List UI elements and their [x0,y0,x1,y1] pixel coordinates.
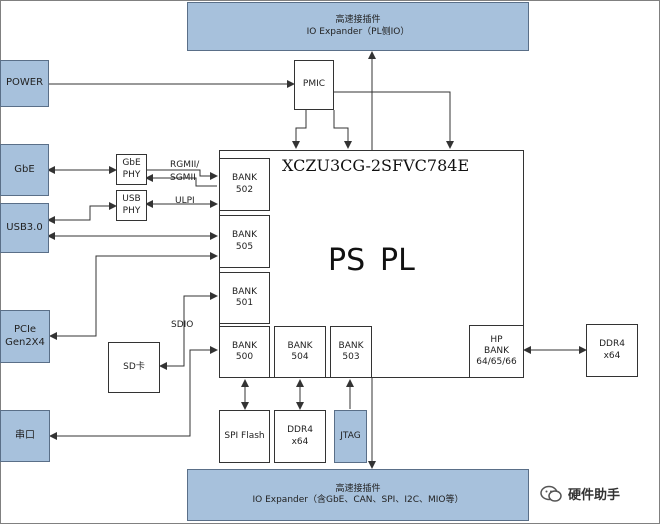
power-label: POWER [5,77,44,89]
bank-501-l1: BANK [232,286,257,297]
bank-503-l2: 503 [342,352,360,362]
gbe-block: GbE [0,144,49,196]
pmic-link-1 [292,110,307,149]
spi-flash-label: SPI Flash [224,430,265,441]
pcie-block: PCIe Gen2X4 [0,310,50,363]
uart-bank500-link [49,346,218,440]
bank-504-l2: 504 [291,352,309,362]
ddr4-pl-label-1: DDR4 [599,339,625,350]
ulpi-label: ULPI [175,196,195,206]
ddr4-pl-block: DDR4 x64 [586,324,638,377]
pcie-label-1: PCIe [13,324,37,335]
power-block: POWER [0,60,49,107]
jtag-label: JTAG [340,430,361,441]
bank-500: BANK 500 [219,326,270,378]
bank-500-l1: BANK [232,340,257,351]
pmic-label: PMIC [302,79,326,90]
bank-505: BANK 505 [219,215,270,268]
sdio-label: SDIO [171,320,194,330]
sd-bank501-link [159,292,218,370]
spi-flash-block: SPI Flash [219,410,270,463]
io-bottom-line1: 高速接插件 [335,483,381,494]
ddr4-ps-label-2: x64 [291,436,309,447]
bank-505-l2: 505 [235,241,254,252]
uart-block: 串口 [0,410,50,462]
sd-card-label: SD卡 [123,361,145,372]
hp-bank: HP BANK 64/65/66 [469,325,524,378]
gbe-label: GbE [14,163,35,175]
wechat-icon [540,485,562,502]
bank-502: BANK 502 [219,158,270,211]
ddr4-pl-label-2: x64 [603,350,621,361]
bank-501-l2: 501 [235,298,254,308]
sgmii-label: SGMII [170,173,196,183]
usb3-block: USB3.0 [0,203,49,253]
usb-phy-label-2: PHY [122,205,141,216]
phy-bank502-link-1 [146,169,218,180]
bank-500-l2: 500 [235,352,254,362]
watermark: 硬件助手 [540,484,620,503]
io-top-line2: IO Expander（PL侧IO） [306,26,410,37]
hp-bank-l3: 64/65/66 [476,357,517,368]
ps-label: PS [328,243,366,278]
gbe-phy-block: GbE PHY [116,154,147,185]
bank-502-l2: 502 [235,184,254,195]
phy-bank502-link-2 [145,174,217,187]
hp-bank-l2: BANK [484,345,509,356]
bank-505-l1: BANK [232,230,257,241]
bank-503-l1: BANK [338,340,364,351]
gbe-phy-label-2: PHY [122,169,141,180]
io-top-line1: 高速接插件 [335,15,381,26]
rgmii-label: RGMII/ [170,160,200,170]
bank-504-l1: BANK [287,340,313,351]
uart-label: 串口 [15,429,35,441]
pmic-link-3 [334,91,454,149]
watermark-text: 硬件助手 [568,488,621,503]
pmic-link-2 [333,110,352,149]
bank-501: BANK 501 [219,272,270,324]
usb3-label: USB3.0 [6,221,43,233]
bank-504: BANK 504 [274,326,326,378]
chip-title: XCZU3CG-2SFVC784E [282,156,470,175]
io-expander-bottom: 高速接插件 IO Expander（含GbE、CAN、SPI、I2C、MIO等） [187,469,529,521]
bank-502-l1: BANK [232,173,257,184]
pcie-label-2: Gen2X4 [5,336,45,348]
usb-phy-label-1: USB [122,194,141,205]
ddr4-ps-block: DDR4 x64 [274,410,326,463]
hp-bank-l1: HP [490,334,503,345]
bank-503: BANK 503 [330,326,372,378]
pcie-bank505-link [49,252,218,340]
io-bottom-line2: IO Expander（含GbE、CAN、SPI、I2C、MIO等） [252,495,464,505]
pl-label: PL [380,243,415,278]
ddr4-ps-label-1: DDR4 [287,425,313,436]
gbe-phy-label-1: GbE [122,158,141,169]
io-expander-top: 高速接插件 IO Expander（PL侧IO） [187,2,529,51]
pmic-block: PMIC [294,60,334,110]
sd-card-block: SD卡 [108,342,160,393]
usb-phy-block: USB PHY [116,190,147,221]
jtag-block: JTAG [334,410,367,463]
usb-phy-link [47,202,117,224]
